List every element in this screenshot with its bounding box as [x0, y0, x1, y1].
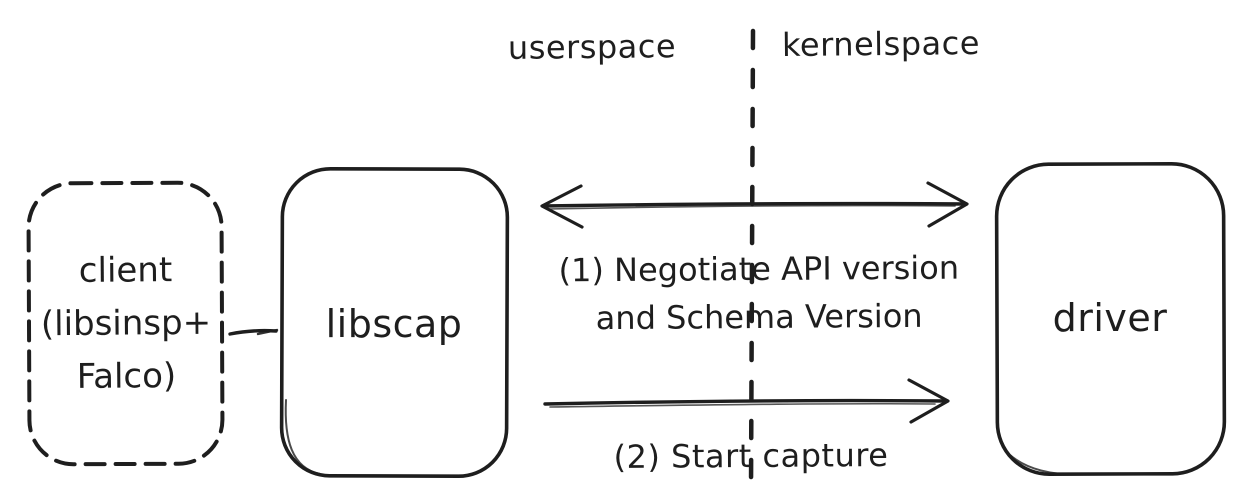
client-label-line-1: client [78, 250, 173, 291]
negotiate-label-line-2: and Schema Version [595, 296, 923, 338]
negotiate-message-label: (1) Negotiate API version and Schema Ver… [558, 244, 959, 343]
client-node-box [26, 180, 225, 467]
negotiate-arrowhead-right [926, 181, 969, 228]
driver-node-box-overdraw [1009, 454, 1091, 476]
start-capture-message-label: (2) Start capture [613, 436, 889, 476]
negotiate-arrow [540, 181, 969, 229]
negotiate-arrowhead-left [540, 184, 584, 229]
kernelspace-label: kernelspace [781, 23, 981, 65]
start-capture-arrowhead-right [907, 378, 950, 424]
client-label-line-3: Falco) [76, 356, 177, 397]
client-node-label: client (libsinsp+ Falco) [40, 244, 212, 404]
userspace-label: userspace [507, 27, 677, 67]
libscap-node-label: libscap [325, 302, 463, 346]
libscap-node-box [279, 166, 510, 479]
driver-node-box [994, 161, 1227, 477]
userspace-kernelspace-boundary-line [748, 28, 756, 493]
driver-node-label: driver [1052, 296, 1168, 340]
start-capture-arrow [543, 378, 950, 424]
libscap-node-box-overdraw [284, 399, 321, 475]
client-label-line-2: (libsinsp+ [40, 302, 212, 345]
client-libscap-connector [228, 328, 279, 336]
negotiate-label-line-1: (1) Negotiate API version [558, 248, 960, 290]
